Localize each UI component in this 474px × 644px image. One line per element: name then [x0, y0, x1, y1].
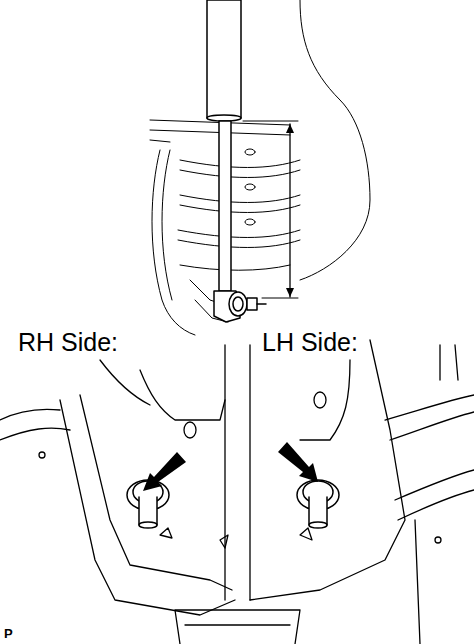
side-label: RH Side:: [18, 330, 118, 355]
side-label: LH Side:: [262, 330, 358, 355]
figure-code: P: [4, 627, 13, 640]
